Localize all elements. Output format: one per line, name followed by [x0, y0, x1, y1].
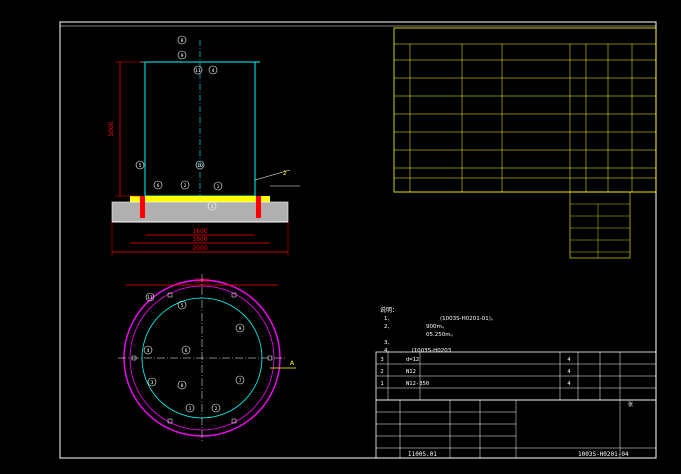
bom-upper-frame — [393, 27, 657, 193]
note-line: 3、 — [384, 340, 393, 346]
plan-callout-bubble — [177, 380, 187, 390]
elevation-callout: 6 — [157, 183, 160, 189]
plan-callout: 4 — [147, 348, 150, 354]
anchor-bolt-right — [256, 196, 261, 218]
foundation-slab — [112, 202, 288, 222]
title-sheet-label: 张 — [628, 401, 633, 408]
ring-bolt — [131, 355, 137, 361]
elevation-callout-bubble — [177, 35, 187, 45]
note-line: I1003S-H0203 — [412, 348, 452, 354]
plan-callout: 8 — [181, 383, 184, 389]
plan-callout: 1 — [189, 406, 192, 412]
elevation-callout-bubble — [135, 160, 145, 170]
bom-lower-spec: N12-350 — [406, 381, 429, 387]
plan-view: 3700 A 11 5 9 4 6 7 3 8 1 2 — [118, 274, 296, 442]
elevation-callout-bubble — [193, 65, 203, 75]
note-line: 05.250m。 — [426, 332, 456, 338]
label-right: 2 — [283, 170, 287, 177]
title-block: I1005.01 1003S-H0201-04 张 — [375, 399, 657, 459]
section-label-a: A — [290, 360, 295, 367]
notes-heading: 说明： — [380, 306, 398, 314]
ring-bolt — [167, 418, 173, 424]
bom-lower-spec: d=12 — [406, 357, 419, 363]
bom-table-upper — [393, 27, 657, 193]
dim-text-bottom-3: 2000 — [192, 245, 207, 252]
bom-lower-qty: 4 — [567, 357, 571, 363]
elevation-callout-bubble — [180, 180, 190, 190]
bom-lower-spec: N12 — [406, 369, 416, 375]
plan-callout-bubble — [235, 323, 245, 333]
elevation-callout: 9 — [181, 53, 184, 59]
plan-callout: 9 — [239, 326, 242, 332]
note-line: (1003S-H0201-01)。 — [440, 316, 496, 322]
ring-bolt — [267, 355, 273, 361]
plan-callout: 2 — [215, 406, 218, 412]
notes-lines: 1、 (1003S-H0201-01)。 2、 900m。 05.250m。 3、 4、 I1… — [384, 316, 496, 354]
plan-dim-text-top: 3700 — [194, 278, 209, 285]
notes-block: 说明： 1、 (1003S-H0201-01)。 2、 900m。 05.250m。 3、… — [380, 306, 496, 354]
bom-table-lower: 3 d=12 4 2 N12 4 1 N12-350 4 — [375, 351, 657, 401]
leader-right — [254, 169, 291, 181]
tank-base-plate — [130, 196, 270, 202]
elevation-callout: 2 — [184, 183, 187, 189]
plan-callout-bubble — [235, 375, 245, 385]
plan-callout: 3 — [151, 380, 154, 386]
plan-callout-bubble — [143, 345, 153, 355]
plan-callout: 11 — [147, 295, 153, 301]
dim-text-vertical: 5000 — [108, 121, 115, 136]
elevation-callout: 10 — [197, 163, 203, 169]
plan-callout-bubble — [145, 292, 155, 302]
elevation-callout-bubble — [195, 160, 205, 170]
bom-lower-no: 1 — [380, 381, 383, 387]
outer-frame — [59, 21, 657, 459]
plan-callout-bubble — [185, 403, 195, 413]
elevation-callout: 11 — [195, 68, 201, 74]
plan-callout-bubble — [211, 403, 221, 413]
ring-bolt — [231, 292, 237, 298]
title-code-right: 1003S-H0201-04 — [578, 451, 629, 458]
elevation-callout: 5 — [139, 163, 142, 169]
elevation-callout: 1 — [217, 184, 220, 190]
plan-callout: 6 — [185, 348, 188, 354]
elevation-callout-bubble — [153, 180, 163, 190]
title-code-left: I1005.01 — [408, 451, 437, 458]
dim-text-bottom-1: 1600 — [192, 228, 207, 235]
plan-callout: 7 — [239, 378, 242, 384]
plan-callout-bubble — [177, 300, 187, 310]
plan-callout-bubble — [147, 377, 157, 387]
elevation-callout-bubble — [207, 201, 217, 211]
elevation-callout-bubble — [208, 65, 218, 75]
note-line: 2、 — [384, 324, 393, 330]
small-table — [569, 191, 631, 259]
dim-text-bottom-2: 1800 — [192, 236, 207, 243]
elevation-callout: 3 — [211, 204, 214, 210]
elevation-callouts: 8 9 11 4 5 10 6 2 1 3 — [135, 35, 223, 211]
plan-callout-bubble — [181, 345, 191, 355]
small-table-frame — [569, 191, 631, 259]
elevation-view: 5000 1600 1800 2000 2 8 9 11 4 5 10 6 2 1 3 — [108, 35, 300, 256]
note-line: 4、 — [384, 348, 393, 354]
note-line: 900m。 — [426, 324, 447, 330]
elevation-callout: 4 — [212, 68, 215, 74]
plan-callout: 5 — [181, 303, 184, 309]
elevation-callout-bubble — [213, 181, 223, 191]
bom-lower-qty: 4 — [567, 369, 571, 375]
bom-lower-qty: 4 — [567, 381, 571, 387]
anchor-bolt-left — [140, 196, 145, 218]
bom-lower-no: 2 — [380, 369, 383, 375]
ring-bolt — [231, 418, 237, 424]
elevation-callout-bubble — [177, 50, 187, 60]
ring-bolt — [167, 292, 173, 298]
bom-lower-no: 3 — [380, 357, 383, 363]
elevation-callout: 8 — [181, 38, 184, 44]
note-line: 1、 — [384, 316, 393, 322]
plan-callouts: 11 5 9 4 6 7 3 8 1 2 — [131, 292, 273, 424]
